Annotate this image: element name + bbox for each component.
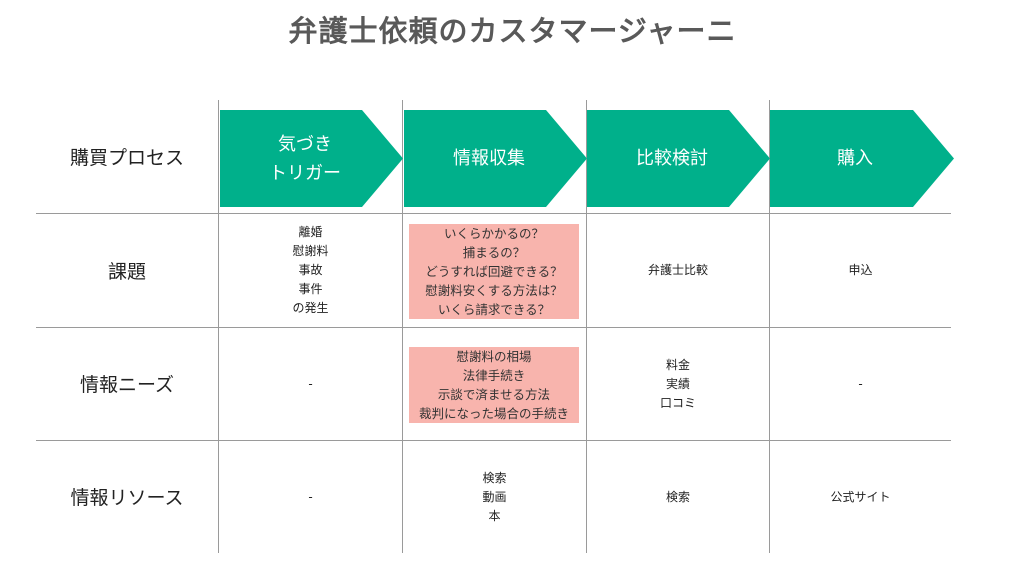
resources-cell-info-gathering: 検索動画本 bbox=[482, 470, 507, 523]
issues-cell-purchase: 申込 bbox=[848, 263, 873, 277]
needs-cell-purchase: - bbox=[858, 376, 863, 391]
needs-cell-comparison: 料金実績口コミ bbox=[659, 357, 696, 410]
grid-divider-row-2 bbox=[36, 327, 951, 328]
chevron-arrow-shape bbox=[220, 110, 403, 207]
stage-label: 気づきトリガー bbox=[269, 133, 341, 184]
needs-cell-info-gathering-highlight: 慰謝料の相場法律手続き示談で済ませる方法裁判になった場合の手続き bbox=[409, 347, 579, 423]
stage-label: 情報収集 bbox=[453, 148, 525, 169]
resources-cell-purchase: 公式サイト bbox=[830, 489, 891, 504]
row-label-info-needs: 情報ニーズ bbox=[79, 374, 175, 396]
chevron-arrow-shape bbox=[404, 110, 587, 207]
stage-arrow-awareness: 気づきトリガー bbox=[220, 110, 403, 207]
stage-arrow-info-gathering: 情報収集 bbox=[404, 110, 587, 207]
grid-divider-row-3 bbox=[36, 440, 951, 441]
grid-divider-col-1 bbox=[218, 100, 219, 553]
stage-label: 購入 bbox=[837, 148, 873, 169]
row-label-process: 購買プロセス bbox=[69, 147, 184, 169]
stage-label: 比較検討 bbox=[636, 148, 708, 169]
grid-divider-col-4 bbox=[769, 100, 770, 553]
stage-arrow-comparison: 比較検討 bbox=[587, 110, 770, 207]
grid-divider-col-3 bbox=[586, 100, 587, 553]
grid-divider-col-2 bbox=[402, 100, 403, 553]
stage-arrow-purchase: 購入 bbox=[770, 110, 954, 207]
needs-cell-awareness: - bbox=[308, 376, 313, 391]
issues-cell-awareness: 離婚慰謝料事故事件の発生 bbox=[292, 225, 329, 315]
grid-divider-row-1 bbox=[36, 213, 951, 214]
resources-cell-comparison: 検索 bbox=[665, 489, 690, 504]
row-label-issues: 課題 bbox=[107, 260, 146, 283]
resources-cell-awareness: - bbox=[308, 489, 313, 504]
chevron-arrow-shape bbox=[770, 110, 954, 207]
issues-cell-info-gathering-highlight: いくらかかるの？捕まるの？どうすれば回避できる？慰謝料安くする方法は？いくら請求… bbox=[409, 224, 579, 319]
row-label-info-resources: 情報リソース bbox=[70, 487, 184, 509]
issues-cell-comparison: 弁護士比較 bbox=[647, 263, 708, 277]
chevron-arrow-shape bbox=[587, 110, 770, 207]
diagram-title: 弁護士依頼のカスタマージャーニ bbox=[288, 14, 737, 48]
